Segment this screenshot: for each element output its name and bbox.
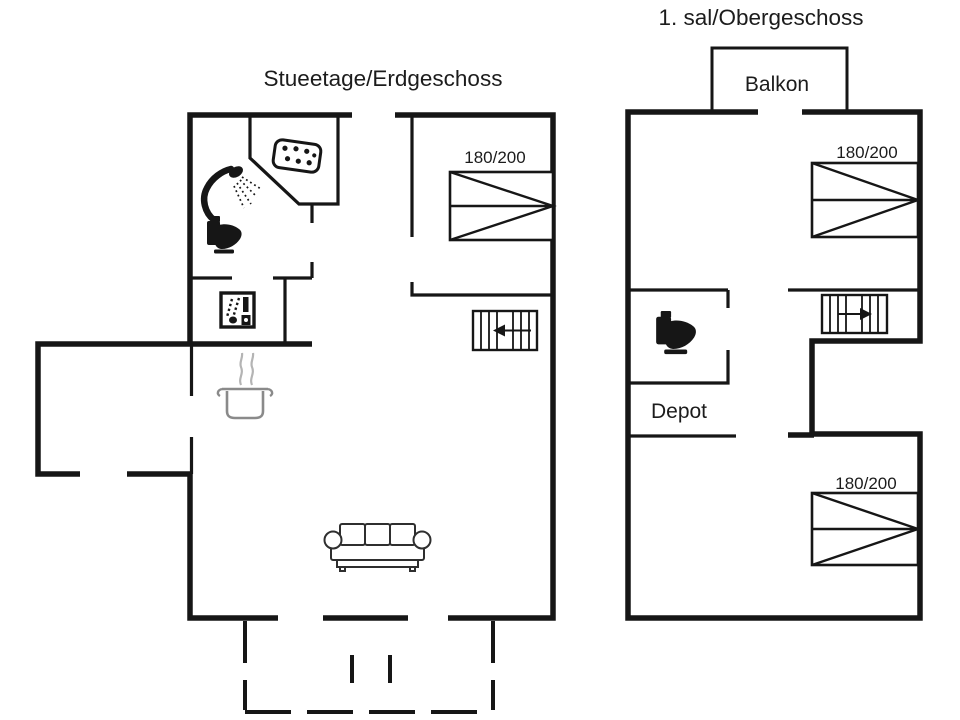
upper-floor-plan: 1. sal/Obergeschoss Balkon Depot 180/200 xyxy=(625,5,923,621)
wall-segment xyxy=(35,112,556,621)
shower-icon xyxy=(200,165,262,224)
sofa-seat xyxy=(330,543,425,561)
washing-machine-panel xyxy=(243,297,249,312)
wall-segment xyxy=(625,109,923,621)
washing-machine-knob xyxy=(244,318,248,322)
double-bed-icon xyxy=(810,161,922,239)
stairs-up-icon xyxy=(820,293,889,335)
stairs-arrow-right xyxy=(860,308,872,320)
upper-interior-walls xyxy=(628,288,920,438)
sofa-arm xyxy=(323,530,343,550)
wall-segment xyxy=(628,288,920,438)
pot-outline xyxy=(216,387,274,420)
upper-floor-title: 1. sal/Obergeschoss xyxy=(658,5,863,30)
bed-size-label: 180/200 xyxy=(464,148,525,167)
balcony-outline xyxy=(710,46,849,112)
ground-interior-walls xyxy=(189,115,553,474)
wall-segment xyxy=(189,115,553,474)
shower-head xyxy=(229,166,243,178)
sofa-arm xyxy=(412,530,432,550)
washing-machine-detail xyxy=(229,316,237,324)
ground-floor-plan: Stueetage/Erdgeschoss xyxy=(35,66,557,714)
toilet-icon xyxy=(207,216,242,254)
shower-arm xyxy=(200,165,235,224)
sofa-skirt xyxy=(336,559,419,568)
ground-exterior-walls xyxy=(35,112,556,621)
terrace-outline xyxy=(243,621,495,714)
sofa-cushion xyxy=(364,523,391,546)
bed-lines xyxy=(449,170,557,242)
bed-lines xyxy=(811,491,922,567)
upper-exterior-walls xyxy=(625,109,923,621)
ground-floor-title: Stueetage/Erdgeschoss xyxy=(264,66,503,91)
toilet-icon xyxy=(656,311,696,355)
shower-spray xyxy=(233,176,262,209)
bed-size-label: 180/200 xyxy=(836,143,897,162)
bed-lines xyxy=(811,161,922,239)
sofa-cushion xyxy=(339,523,366,546)
double-bed-icon xyxy=(810,491,922,567)
sofa-cushion xyxy=(389,523,416,546)
sofa-foot xyxy=(409,566,416,572)
cooking-pot-icon xyxy=(216,352,274,420)
sofa-foot xyxy=(339,566,346,572)
depot-label: Depot xyxy=(651,400,707,423)
bed-size-label: 180/200 xyxy=(835,474,896,493)
whirlpool-icon xyxy=(271,138,323,174)
balcony-walls xyxy=(710,46,849,112)
steam-lines xyxy=(239,352,255,386)
whirlpool-jets xyxy=(282,145,317,166)
stairs-arrow-left xyxy=(493,324,505,337)
balcony-label: Balkon xyxy=(745,73,809,96)
stairs-up-icon xyxy=(471,309,539,352)
washing-machine-icon xyxy=(219,291,256,329)
sofa-icon xyxy=(323,523,432,572)
double-bed-icon xyxy=(448,170,557,242)
